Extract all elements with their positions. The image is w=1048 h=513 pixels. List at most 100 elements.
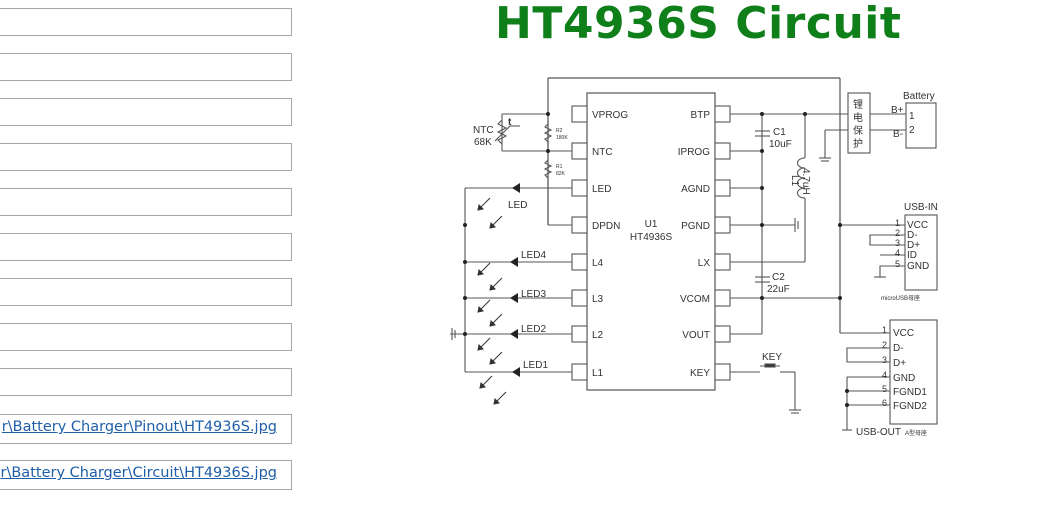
usb-in-pin-num: 1	[895, 218, 900, 228]
diode-led1	[512, 367, 520, 377]
pin-label-dpdn: DPDN	[592, 221, 620, 232]
cell-3[interactable]	[0, 98, 292, 126]
usb-out-pin-num: 6	[882, 398, 887, 408]
c1-value: 10uF	[769, 139, 792, 150]
led4-label: LED4	[521, 250, 546, 261]
usb-out-pin-name: VCC	[893, 328, 914, 339]
pin-box-lx	[714, 253, 731, 271]
arrowhead-icon	[489, 283, 497, 291]
circuit-hyperlink[interactable]: r\Battery Charger\Circuit\HT4936S.jpg	[0, 465, 277, 481]
protect-char-4: 护	[853, 137, 863, 150]
c2-value: 22uF	[767, 284, 790, 295]
arrowhead-icon	[489, 357, 497, 365]
pin-label-lx: LX	[698, 258, 711, 269]
pin-label-l2: L2	[592, 330, 604, 341]
pin-box-l2	[571, 325, 588, 343]
pin-label-agnd: AGND	[681, 184, 710, 195]
usb-in-pin-name: D-	[907, 230, 918, 241]
pin-label-btp: BTP	[691, 110, 711, 121]
pin-label-l4: L4	[592, 258, 604, 269]
diode-led4	[510, 257, 518, 267]
cell-1[interactable]	[0, 8, 292, 36]
protect-char-2: 电	[853, 111, 863, 124]
pin-label-l1: L1	[592, 368, 604, 379]
usb-out-pin-num: 1	[882, 325, 887, 335]
pinout-hyperlink[interactable]: r\Battery Charger\Pinout\HT4936S.jpg	[1, 419, 277, 435]
ntc-label: NTC	[473, 125, 494, 136]
cell-7[interactable]	[0, 278, 292, 306]
cell-circuit-link[interactable]: r\Battery Charger\Circuit\HT4936S.jpg	[0, 460, 292, 490]
usb-in-pin-name: ID	[907, 250, 917, 261]
usb-in-pin-num: 3	[895, 238, 900, 248]
r2-value: 180K	[556, 135, 568, 141]
pin-box-vcom	[714, 289, 731, 307]
ic-part: HT4936S	[630, 232, 673, 243]
usb-in-pin-num: 4	[895, 248, 900, 258]
protect-char-1: 锂	[853, 99, 863, 111]
usb-out-pin-num: 4	[882, 370, 887, 380]
pin-box-led	[571, 179, 588, 197]
led1-label: LED1	[523, 360, 548, 371]
led3-label: LED3	[521, 289, 546, 300]
key-label: KEY	[762, 352, 782, 363]
battery-net-bminus: B-	[893, 129, 903, 140]
usb-out-title: USB-OUT	[856, 427, 901, 438]
pin-label-vcom: VCOM	[680, 294, 710, 305]
pin-box-l1	[571, 363, 588, 381]
usb-out-pin-name: D-	[893, 343, 904, 354]
r2-label: R2	[556, 128, 563, 134]
usb-in-subtitle: microUSB母座	[881, 294, 920, 302]
usb-in-connector	[904, 214, 938, 291]
cell-6[interactable]	[0, 233, 292, 261]
ic-ref: U1	[645, 219, 658, 230]
cell-9[interactable]	[0, 368, 292, 396]
usb-out-pin-name: D+	[893, 358, 906, 369]
usb-in-pin-name: VCC	[907, 220, 928, 231]
l1-label: L1	[789, 175, 800, 187]
cell-4[interactable]	[0, 143, 292, 171]
cell-8[interactable]	[0, 323, 292, 351]
pin-label-key: KEY	[690, 368, 710, 379]
usb-out-pin-name: FGND2	[893, 401, 927, 412]
cell-pinout-link[interactable]: r\Battery Charger\Pinout\HT4936S.jpg	[0, 414, 292, 444]
battery-protection-board	[847, 92, 871, 154]
arrowhead-icon	[477, 203, 485, 211]
usb-in-pin-num: 5	[895, 259, 900, 269]
c1-label: C1	[773, 127, 786, 138]
arrowhead-icon	[477, 268, 485, 276]
pin-label-vout: VOUT	[682, 330, 710, 341]
usb-out-connector	[889, 319, 938, 425]
led2-label: LED2	[521, 324, 546, 335]
pin-label-ntc: NTC	[592, 147, 613, 158]
battery-pin-1: 1	[909, 111, 915, 122]
usb-out-pin-name: FGND1	[893, 387, 927, 398]
protect-char-3: 保	[853, 124, 863, 137]
arrowhead-icon	[489, 221, 497, 229]
battery-connector	[905, 102, 937, 149]
led-label: LED	[508, 200, 527, 211]
usb-in-pin-name: GND	[907, 261, 929, 272]
usb-out-pin-num: 2	[882, 340, 887, 350]
cell-2[interactable]	[0, 53, 292, 81]
pin-box-iprog	[714, 142, 731, 160]
image-title: HT4936S Circuit	[495, 0, 902, 49]
usb-in-title: USB-IN	[904, 202, 938, 213]
r1-value: 82K	[556, 171, 566, 177]
arrowhead-icon	[489, 319, 497, 327]
pin-label-iprog: IPROG	[678, 147, 710, 158]
pin-box-l4	[571, 253, 588, 271]
r1-label: R1	[556, 164, 563, 170]
pin-box-btp	[714, 105, 731, 123]
pin-box-agnd	[714, 179, 731, 197]
cell-5[interactable]	[0, 188, 292, 216]
pin-box-pgnd	[714, 216, 731, 234]
usb-out-pin-name: GND	[893, 373, 915, 384]
c2-label: C2	[772, 272, 785, 283]
arrowhead-icon	[477, 343, 485, 351]
ntc-value: 68K	[474, 137, 492, 148]
pin-label-l3: L3	[592, 294, 604, 305]
usb-in-pin-name: D+	[907, 240, 920, 251]
pin-label-vprog: VPROG	[592, 110, 628, 121]
usb-out-subtitle: A型母座	[905, 429, 927, 437]
